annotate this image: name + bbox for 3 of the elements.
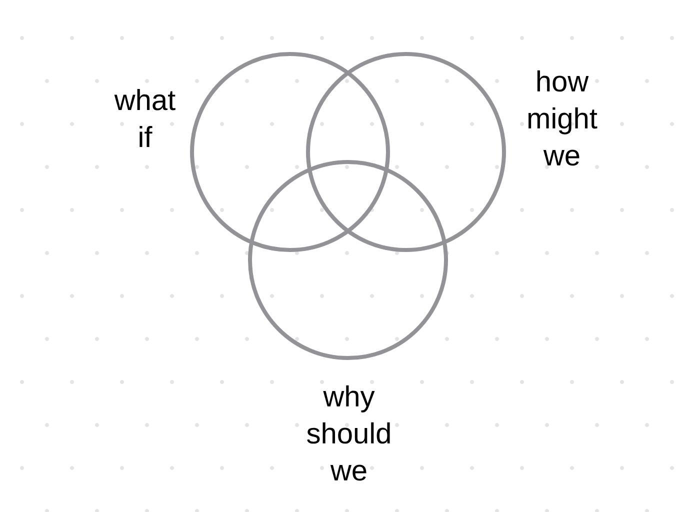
circle-label: what if (114, 89, 176, 147)
circle-label: how might we (528, 70, 598, 166)
circle-label: why should we (307, 385, 390, 481)
